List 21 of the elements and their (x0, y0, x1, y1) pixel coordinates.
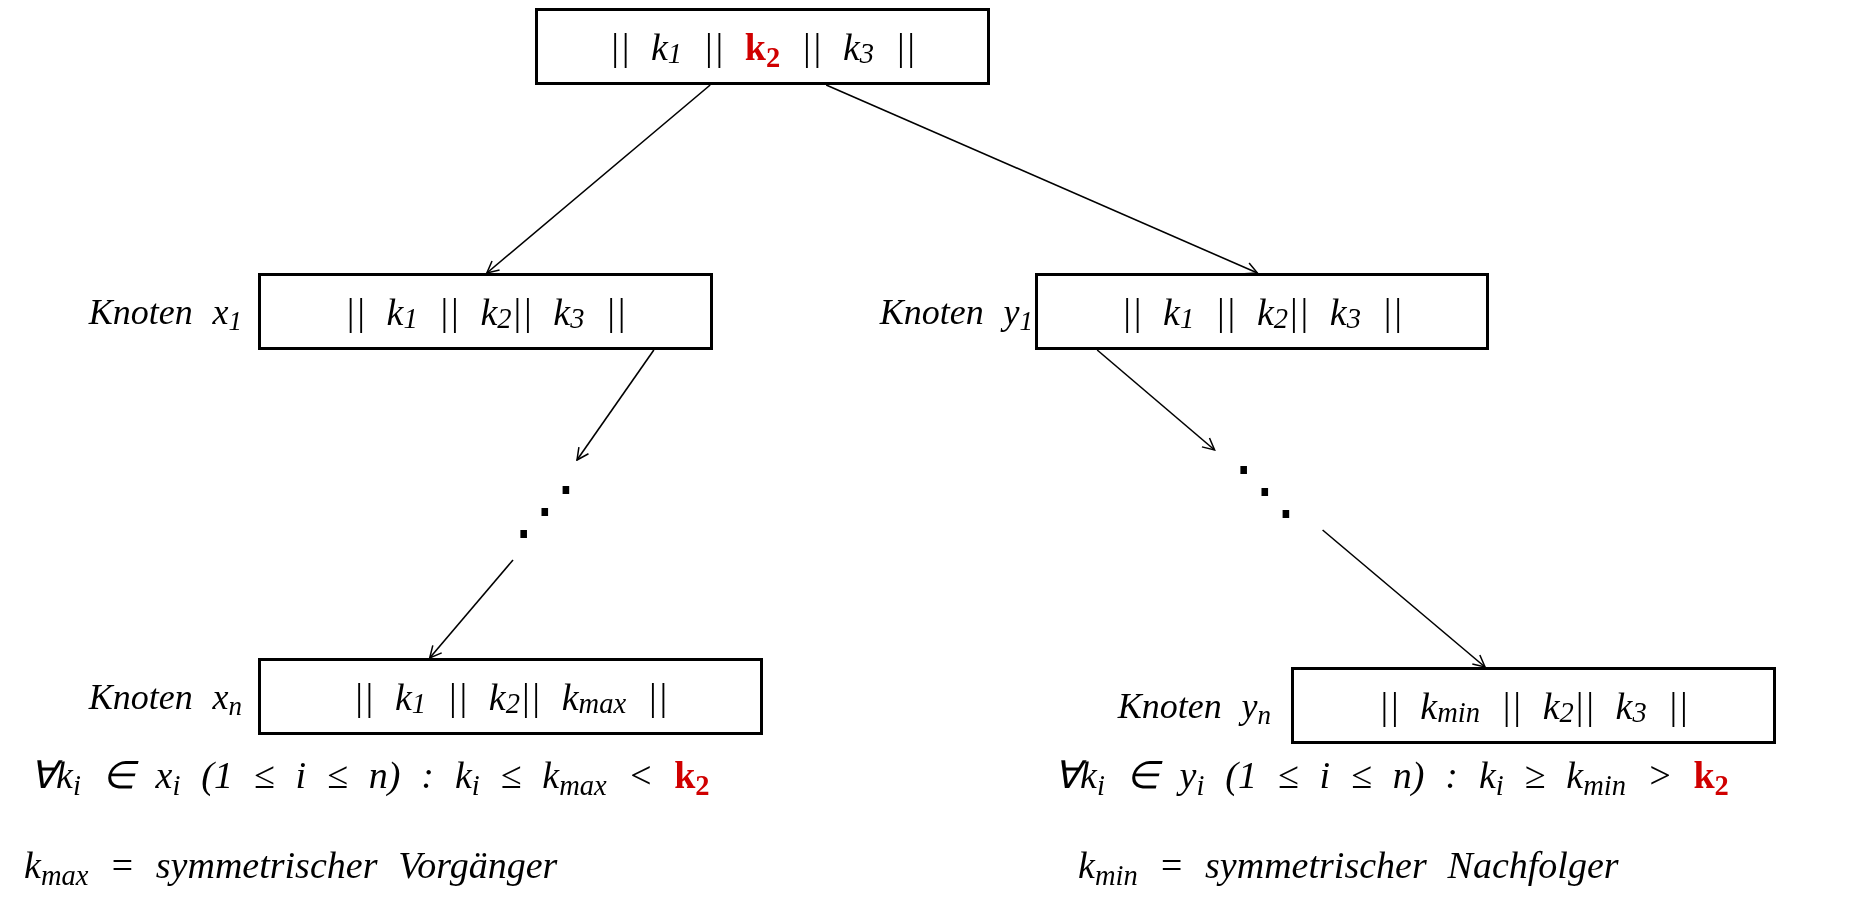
arrow (1096, 349, 1216, 451)
arrow (428, 559, 514, 659)
node-label: Knoten x$_{n}$ (88, 678, 242, 715)
key-node-box: || k$_{1}$ || k$_{2}$|| k$_{max}$ || (258, 658, 763, 735)
ellipsis: ⋱ (1205, 450, 1325, 530)
key-node-box: || k$_{1}$ || k$_{2}$ || k$_{3}$ || (535, 8, 990, 85)
node-label: Knoten y$_{1}$ (879, 293, 1033, 330)
key-node-box: || k$_{1}$ || k$_{2}$|| k$_{3}$ || (258, 273, 713, 350)
formula-text: ∀k$_{i}$ ∈ x$_{i}$ (1 ≤ i ≤ n) : k$_{i}$ ≤ k$_{max}$ < k$_{2}$ (30, 753, 710, 800)
key-node-box: || k$_{min}$ || k$_{2}$|| k$_{3}$ || (1291, 667, 1776, 744)
formula-text: k$_{max}$ = symmetrischer Vorgänger (24, 843, 558, 890)
arrow (486, 84, 711, 274)
formula-text: ∀k$_{i}$ ∈ y$_{i}$ (1 ≤ i ≤ n) : k$_{i}$ ≥ k$_{min}$ > k$_{2}$ (1054, 753, 1729, 800)
arrow (825, 84, 1259, 275)
node-label: Knoten x$_{1}$ (88, 293, 242, 330)
node-label: Knoten y$_{n}$ (1117, 687, 1271, 724)
key-node-box: || k$_{1}$ || k$_{2}$|| k$_{3}$ || (1035, 273, 1489, 350)
formula-text: k$_{min}$ = symmetrischer Nachfolger (1078, 843, 1619, 890)
ellipsis: ⋰ (505, 460, 585, 560)
arrow (576, 349, 655, 461)
arrow (1321, 529, 1486, 668)
